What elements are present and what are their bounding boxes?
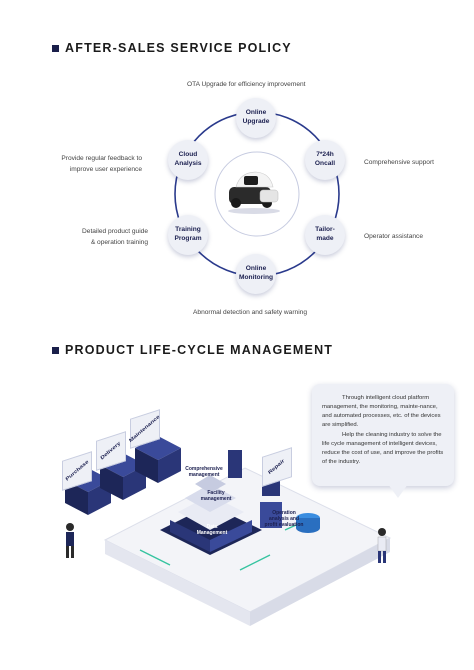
label-comprehensive-management: Comprehensive management: [185, 466, 223, 478]
right-caption-support: Comprehensive support: [364, 159, 435, 166]
node-online-monitoring: Online Monitoring: [236, 254, 276, 294]
connector-lines: [139, 524, 297, 571]
lifecycle-heading: PRODUCT LIFE-CYCLE MANAGEMENT: [52, 343, 333, 357]
lifecycle-title: PRODUCT LIFE-CYCLE MANAGEMENT: [65, 343, 334, 357]
analysis-screen-icon: [260, 502, 282, 528]
pyramid-icon: [160, 475, 262, 555]
inner-ring: [214, 151, 300, 237]
person-left-icon: [66, 523, 74, 558]
flag-purchase-label: Purchase: [64, 459, 90, 483]
node-online-upgrade: Online Upgrade: [236, 98, 276, 138]
right-caption-assistance: Operator assistance: [364, 233, 424, 240]
platform-top: [103, 467, 392, 613]
bottom-caption: Abnormal detection and safety warning: [193, 309, 307, 316]
node-oncall: 7*24h Oncall: [305, 140, 345, 180]
after-sales-title: AFTER-SALES SERVICE POLICY: [65, 41, 292, 55]
node-tailor-made-label: Tailor- made: [315, 226, 335, 242]
bubble-paragraph-2: Help the cleaning industry to solve the …: [322, 431, 444, 465]
left-caption-feedback: Provide regular feedback to improve user…: [61, 155, 142, 173]
platform-side-right: [250, 538, 390, 626]
after-sales-heading: AFTER-SALES SERVICE POLICY: [52, 41, 292, 55]
platform-side-left: [105, 540, 250, 626]
bubble-tail: [388, 484, 408, 498]
node-online-upgrade-label: Online Upgrade: [242, 109, 270, 125]
top-caption: OTA Upgrade for efficiency improvement: [187, 81, 306, 88]
label-facility-management: Facility management: [200, 490, 232, 502]
flag-repair-label: Repair: [268, 458, 286, 476]
node-cloud-analysis: Cloud Analysis: [168, 140, 208, 180]
heading-square-icon: [52, 346, 59, 354]
node-oncall-label: 7*24h Oncall: [314, 151, 336, 167]
cleaning-robot-icon: [228, 171, 280, 214]
node-cloud-analysis-label: Cloud Analysis: [174, 151, 202, 167]
heading-square-icon: [52, 44, 59, 52]
person-right-icon: [377, 528, 387, 563]
service-ring-diagram: [174, 111, 340, 277]
left-caption-training: Detailed product guide & operation train…: [82, 228, 148, 246]
node-training-program: Training Program: [168, 215, 208, 255]
label-data-management: Data Management: [196, 524, 228, 536]
label-operation-analysis: Operation analysis and profit evaluation: [264, 510, 304, 528]
node-online-monitoring-label: Online Monitoring: [238, 265, 274, 281]
node-tailor-made: Tailor- made: [305, 215, 345, 255]
info-bubble: Through intelligent cloud platform manag…: [312, 384, 454, 486]
bubble-paragraph-1: Through intelligent cloud platform manag…: [322, 395, 441, 429]
node-training-program-label: Training Program: [174, 226, 202, 242]
phone-screen-icon: [228, 450, 242, 478]
flag-maintenance-label: Maintenance: [128, 414, 162, 444]
flag-delivery-label: Delivery: [100, 440, 122, 462]
